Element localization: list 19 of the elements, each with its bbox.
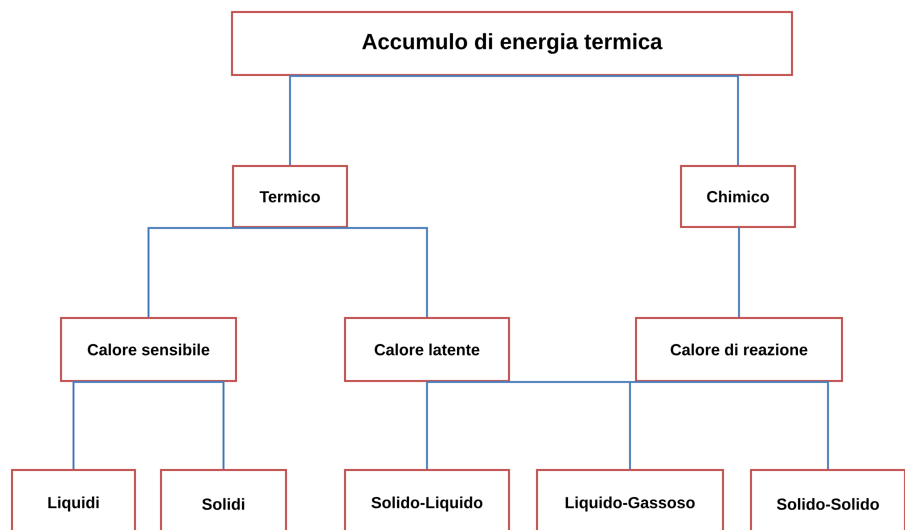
- connector-line: [426, 382, 428, 469]
- connector-line: [148, 380, 224, 469]
- category-box: Accumulo di energia termica: [231, 11, 793, 76]
- category-box: Calore latente: [344, 316, 510, 382]
- connector-line: [72, 380, 148, 469]
- connector-line: [148, 227, 290, 317]
- category-box: Solidi: [160, 468, 287, 530]
- category-box: Liquido-Gassoso: [536, 468, 724, 530]
- category-box: Liquidi: [11, 468, 136, 530]
- category-box: Solido-Liquido: [344, 468, 510, 530]
- connector-line: [289, 75, 512, 165]
- category-box: Calore sensibile: [60, 316, 237, 382]
- category-box: Chimico: [680, 165, 796, 228]
- connector-line: [290, 227, 428, 317]
- connector-line: [512, 75, 739, 165]
- category-box: Termico: [232, 165, 348, 228]
- connector-line: [738, 227, 740, 317]
- category-box: Solido-Solido: [750, 468, 905, 530]
- category-box: Calore di reazione: [635, 316, 843, 382]
